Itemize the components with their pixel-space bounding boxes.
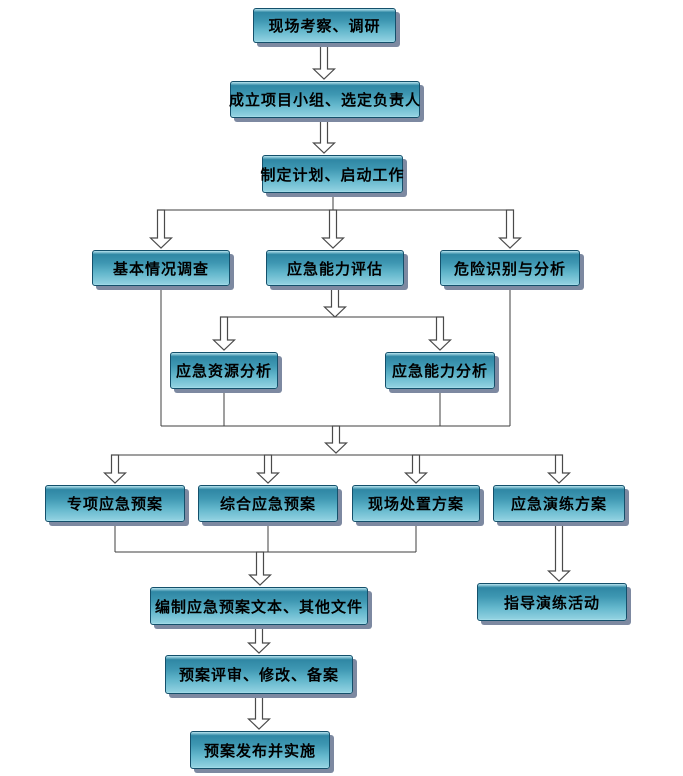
flow-node-basic-investigation: 基本情况调查 [92, 250, 230, 286]
flow-node-onsite-response-plan: 现场处置方案 [352, 485, 480, 522]
flow-node-make-plan: 制定计划、启动工作 [261, 155, 404, 193]
arrow-evaluation-to-branch [323, 285, 347, 318]
arrow-to-onsite-plan [404, 454, 428, 484]
arrow-to-compile-documents [248, 551, 272, 586]
flow-node-resource-analysis: 应急资源分析 [170, 352, 278, 389]
arrow-to-drill-plan [547, 454, 571, 484]
arrow-to-hazard-identification [498, 209, 522, 249]
flow-node-publish-implement: 预案发布并实施 [190, 731, 330, 769]
flow-node-capability-analysis: 应急能力分析 [385, 352, 495, 389]
flow-node-hazard-identification: 危险识别与分析 [440, 250, 580, 286]
arrow-review-to-publish [247, 693, 271, 730]
flow-node-comprehensive-plan: 综合应急预案 [198, 485, 338, 522]
flow-node-special-plan: 专项应急预案 [45, 485, 185, 522]
arrow-team-to-plan [312, 117, 336, 154]
arrow-to-capability-analysis [428, 316, 452, 351]
flow-node-setup-team: 成立项目小组、选定负责人 [229, 81, 420, 118]
arrow-survey-to-team [312, 42, 336, 80]
arrow-to-resource-analysis [212, 316, 236, 351]
flow-node-site-survey: 现场考察、调研 [253, 8, 396, 43]
flow-node-review-revise-file: 预案评审、修改、备案 [165, 655, 353, 694]
flow-node-capability-evaluation: 应急能力评估 [266, 250, 404, 286]
flow-node-drill-plan: 应急演练方案 [493, 485, 625, 522]
arrow-to-comprehensive-plan [256, 454, 280, 484]
flow-node-guide-drill: 指导演练活动 [477, 583, 627, 621]
arrow-to-special-plan [103, 454, 127, 484]
arrow-to-basic-investigation [149, 209, 173, 249]
arrow-merge-to-plans [324, 425, 348, 454]
arrow-drillplan-to-guide [547, 521, 571, 582]
arrow-compile-to-review [247, 624, 271, 654]
flow-node-compile-documents: 编制应急预案文本、其他文件 [150, 587, 368, 625]
arrow-to-capability-evaluation [321, 209, 345, 249]
